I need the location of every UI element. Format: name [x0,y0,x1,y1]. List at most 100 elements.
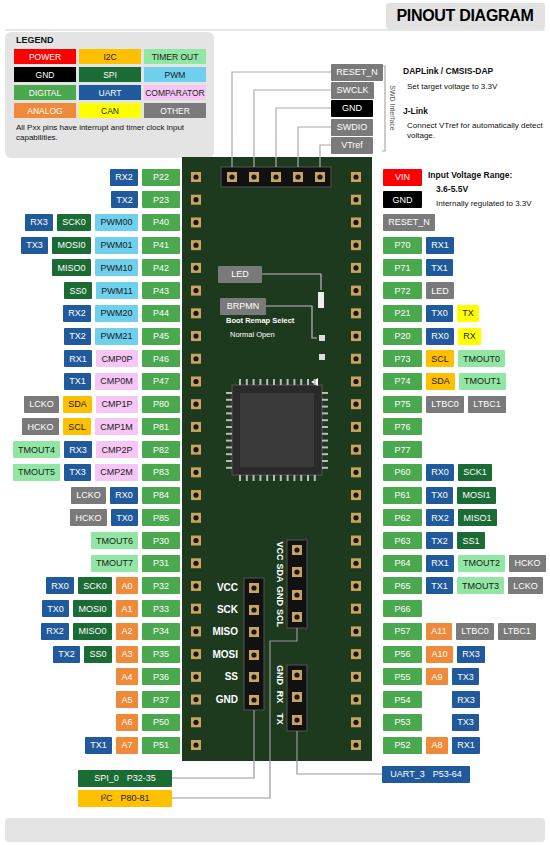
silk-label: GND [216,694,238,707]
pin-label: TX0 [426,487,453,504]
label-text: P83 [153,467,169,477]
board-leaders [262,274,321,338]
legend-text: PWM [165,70,186,80]
board-circle [353,174,358,179]
label-text: GND [342,103,362,113]
board-rect [351,536,361,546]
label-text: TX1 [69,376,86,386]
board-rect [271,172,281,182]
label-text: TMOUT2 [463,558,500,568]
label-text: P57 [394,626,410,636]
label-text: P61 [394,490,410,500]
label-text: TX2 [431,536,448,546]
pin-label: A1 [116,600,138,617]
legend-swatch: CAN [79,103,141,118]
board-path [276,108,331,167]
spi-header [244,578,264,710]
label-text: P30 [153,536,169,546]
label-text: P42 [153,263,169,273]
board-circle [193,561,198,566]
board-circle [229,174,234,179]
pin-label: P71 [383,259,422,276]
board-rect [191,672,201,682]
board-line [253,475,255,481]
board-rect [191,286,201,296]
board-circle [353,288,358,293]
label-text: TX1 [431,581,448,591]
pin-label: P62 [383,509,422,526]
board-line [226,406,232,408]
label-text: SCL [431,354,449,364]
note-text: J-Link [403,106,428,117]
label-text: P51 [153,740,169,750]
pin-label: SS1 [457,532,485,549]
board-rect [191,331,201,341]
pin-label: MISO0 [52,259,91,276]
board-circle [353,243,358,248]
pin-label: TX [457,305,479,322]
legend-swatch: POWER [14,49,76,64]
board-circle [193,288,198,293]
label-text: HCKO [75,513,101,523]
board-line [226,399,232,401]
label-text: P46 [153,354,169,364]
board-rect [292,612,302,622]
board-rect [351,240,361,250]
board-circle [353,629,358,634]
label-text: A1 [121,604,132,614]
note-text: Connect VTref for automatically detect v… [407,121,545,141]
board-line [246,475,248,481]
label-text: A3 [121,649,132,659]
board-line [266,475,268,481]
board-line [266,379,268,385]
pin-label: P34 [142,623,180,640]
board-rect [292,692,302,702]
board-rect [351,286,361,296]
label-text: TX3 [457,717,474,727]
board-rect [351,263,361,273]
board-circle [193,356,198,361]
pin-label: BRPMN [220,298,266,315]
label-text: P37 [153,695,169,705]
pin-label: TMOUT0 [458,350,505,367]
pin-label: CMP1M [95,418,138,435]
board-circle [353,402,358,407]
label-text: PWM21 [100,331,132,341]
board-circle [353,447,358,452]
pin-label: PWM00 [95,214,138,231]
board-circle [251,674,256,679]
board-rect [191,263,201,273]
label-text: PWM11 [101,286,132,296]
pin-label: TX0 [426,305,453,322]
pin-label: A11 [426,623,452,640]
pin-label: A7 [116,737,138,754]
pin-label: P43 [142,282,180,299]
label-text: SS0 [69,286,86,296]
board-rect [292,715,302,725]
pin-label: LTBC1 [498,623,536,640]
board-rect [351,490,361,500]
board-rect [191,581,201,591]
label-text: RX1 [431,240,449,250]
note-text: Boot Remap Select [226,316,294,325]
board-circle [353,379,358,384]
label-text: CMP2P [101,445,132,455]
pin-label: A3 [116,646,138,663]
label-text: GND [393,195,413,205]
silk-label: VCC [273,541,284,560]
pin-label: SWDIO [331,119,373,136]
label-text: P80-81 [120,793,149,803]
board-rect [292,545,302,555]
pin-label: P75 [383,396,422,413]
pin-label: A4 [116,668,138,685]
board-circle [193,424,198,429]
pin-label: TMOUT5 [13,464,60,481]
label-text: TMOUT6 [96,536,133,546]
pin-label: RX2 [41,623,69,640]
board-rect [351,376,361,386]
pin-label: P30 [142,532,180,549]
pin-label: A10 [426,646,453,663]
pin-label: A0 [116,577,138,594]
board-circle [193,379,198,384]
board-rect [351,399,361,409]
